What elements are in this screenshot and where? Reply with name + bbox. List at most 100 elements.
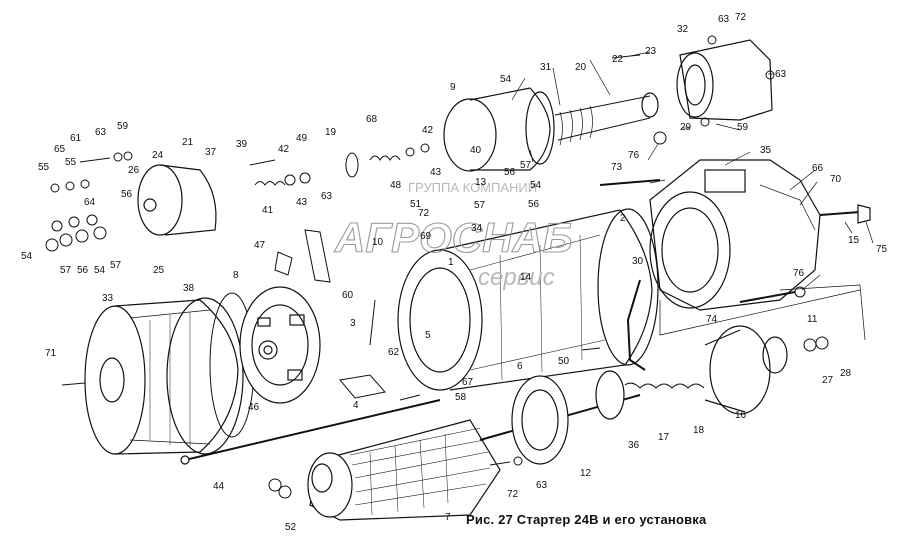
part-number-57: 57 bbox=[60, 265, 72, 276]
bolt-73 bbox=[599, 179, 661, 186]
part-number-40: 40 bbox=[470, 145, 482, 156]
end-cover-33 bbox=[84, 297, 244, 455]
part-number-76: 76 bbox=[793, 268, 805, 279]
brush-plate-8 bbox=[239, 286, 321, 404]
figure-caption: Рис. 27 Стартер 24В и его установка bbox=[466, 512, 707, 527]
part-number-32: 32 bbox=[677, 24, 689, 35]
part-number-21: 21 bbox=[182, 137, 194, 148]
part-number-71: 71 bbox=[45, 348, 57, 359]
part-number-20: 20 bbox=[575, 62, 587, 73]
part-number-38: 38 bbox=[183, 283, 195, 294]
part-number-57: 57 bbox=[520, 160, 532, 171]
part-number-27: 27 bbox=[822, 375, 834, 386]
part-number-41: 41 bbox=[262, 205, 274, 216]
through-bolt-44 bbox=[184, 399, 441, 461]
part-number-52: 52 bbox=[285, 522, 297, 533]
part-number-25: 25 bbox=[153, 265, 165, 276]
part-number-56: 56 bbox=[121, 189, 133, 200]
bolt-74 bbox=[739, 291, 796, 303]
part-number-12: 12 bbox=[580, 468, 592, 479]
bolt-head-44 bbox=[180, 455, 190, 465]
part-number-57: 57 bbox=[474, 200, 486, 211]
part-number-48: 48 bbox=[390, 180, 402, 191]
part-number-7: 7 bbox=[445, 512, 451, 523]
part-number-54: 54 bbox=[500, 74, 512, 85]
part-number-65: 65 bbox=[54, 144, 66, 155]
part-number-69: 69 bbox=[420, 231, 432, 242]
part-number-30: 30 bbox=[632, 256, 644, 267]
part-number-47: 47 bbox=[254, 240, 266, 251]
part-number-18: 18 bbox=[693, 425, 705, 436]
part-number-62: 62 bbox=[388, 347, 400, 358]
part-number-1: 1 bbox=[448, 257, 454, 268]
part-number-49: 49 bbox=[296, 133, 308, 144]
part-number-59: 59 bbox=[117, 121, 129, 132]
part-number-8: 8 bbox=[233, 270, 239, 281]
watermark-line1: ГРУППА КОМПАНИЙ bbox=[408, 180, 537, 195]
part-number-33: 33 bbox=[102, 293, 114, 304]
part-number-67: 67 bbox=[462, 377, 474, 388]
part-number-14: 14 bbox=[520, 272, 532, 283]
nut-75 bbox=[857, 204, 871, 224]
part-number-60: 60 bbox=[342, 290, 354, 301]
part-number-24: 24 bbox=[152, 150, 164, 161]
cover-32 bbox=[676, 39, 773, 121]
part-number-56: 56 bbox=[504, 167, 516, 178]
part-number-16: 16 bbox=[735, 410, 747, 421]
part-number-26: 26 bbox=[128, 165, 140, 176]
part-number-11: 11 bbox=[807, 314, 818, 325]
part-number-37: 37 bbox=[205, 147, 217, 158]
watermark-line2: АГРОСНАБ bbox=[334, 214, 573, 261]
small-hardware bbox=[45, 35, 829, 499]
part-number-2: 2 bbox=[620, 213, 626, 224]
part-number-34: 34 bbox=[471, 223, 483, 234]
part-number-55: 55 bbox=[38, 162, 50, 173]
shaft-15 bbox=[819, 211, 861, 216]
bracket-frame bbox=[659, 284, 866, 341]
part-number-63: 63 bbox=[321, 191, 333, 202]
part-number-63: 63 bbox=[775, 69, 787, 80]
part-number-75: 75 bbox=[876, 244, 888, 255]
part-number-17: 17 bbox=[658, 432, 670, 443]
armature-7 bbox=[307, 394, 641, 521]
part-number-42: 42 bbox=[278, 144, 290, 155]
part-number-43: 43 bbox=[430, 167, 442, 178]
part-number-54: 54 bbox=[530, 180, 542, 191]
part-number-61: 61 bbox=[70, 133, 82, 144]
pinion-drive-16 bbox=[595, 325, 788, 420]
lever-30 bbox=[626, 279, 646, 371]
watermark-line3: сервис bbox=[478, 264, 555, 291]
part-number-4: 4 bbox=[353, 400, 359, 411]
part-number-5: 5 bbox=[425, 330, 431, 341]
part-number-39: 39 bbox=[236, 139, 248, 150]
part-number-3: 3 bbox=[350, 318, 356, 329]
part-number-51: 51 bbox=[410, 199, 422, 210]
part-number-35: 35 bbox=[760, 145, 772, 156]
part-number-6: 6 bbox=[517, 361, 523, 372]
part-number-70: 70 bbox=[830, 174, 842, 185]
drive-housing-35 bbox=[649, 159, 821, 311]
part-number-63: 63 bbox=[95, 127, 107, 138]
leader-lines bbox=[511, 51, 874, 291]
part-number-28: 28 bbox=[840, 368, 852, 379]
part-number-63: 63 bbox=[718, 14, 730, 25]
part-number-56: 56 bbox=[77, 265, 89, 276]
part-number-76: 76 bbox=[628, 150, 640, 161]
part-number-46: 46 bbox=[248, 402, 260, 413]
part-number-73: 73 bbox=[611, 162, 623, 173]
part-number-36: 36 bbox=[628, 440, 640, 451]
part-number-54: 54 bbox=[94, 265, 106, 276]
part-number-72: 72 bbox=[735, 12, 747, 23]
part-number-59: 59 bbox=[737, 122, 749, 133]
part-number-72: 72 bbox=[507, 489, 519, 500]
part-number-50: 50 bbox=[558, 356, 570, 367]
bracket-24 bbox=[137, 164, 217, 236]
part-number-55: 55 bbox=[65, 157, 77, 168]
part-number-29: 29 bbox=[680, 122, 692, 133]
part-number-43: 43 bbox=[296, 197, 308, 208]
part-number-19: 19 bbox=[325, 127, 337, 138]
part-number-57: 57 bbox=[110, 260, 122, 271]
part-number-22: 22 bbox=[612, 54, 624, 65]
